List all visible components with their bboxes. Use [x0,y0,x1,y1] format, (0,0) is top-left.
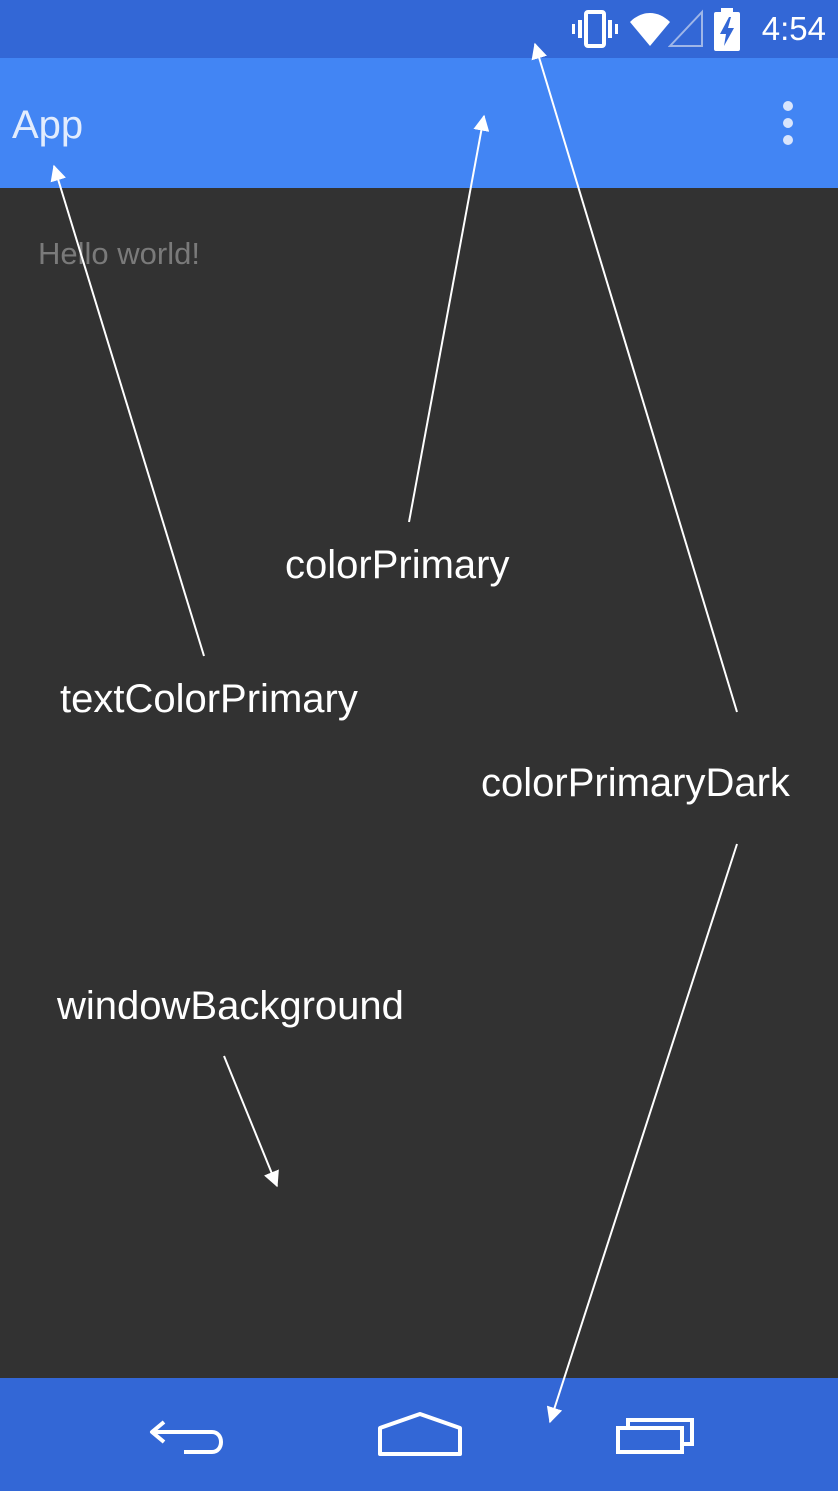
battery-charging-icon [712,8,742,57]
hello-world-text: Hello world! [38,236,200,271]
vibrate-icon [572,8,618,55]
home-icon [370,1412,470,1468]
cell-signal-icon [667,8,704,55]
status-bar: 4:54 [0,0,838,58]
wifi-icon [628,8,672,55]
overflow-menu-button[interactable] [756,98,796,150]
navigation-bar [0,1378,838,1491]
more-vert-icon [756,101,796,154]
app-bar: App [0,58,838,188]
label-text-color-primary: textColorPrimary [60,677,358,721]
recents-button[interactable] [606,1404,706,1464]
label-window-background: windowBackground [57,984,404,1028]
back-button[interactable] [140,1404,240,1464]
home-button[interactable] [370,1404,470,1464]
label-color-primary-dark: colorPrimaryDark [481,761,790,805]
back-icon [140,1420,240,1468]
app-title: App [12,103,84,147]
status-time: 4:54 [761,10,826,47]
label-color-primary: colorPrimary [285,543,510,587]
recents-icon [606,1418,706,1468]
